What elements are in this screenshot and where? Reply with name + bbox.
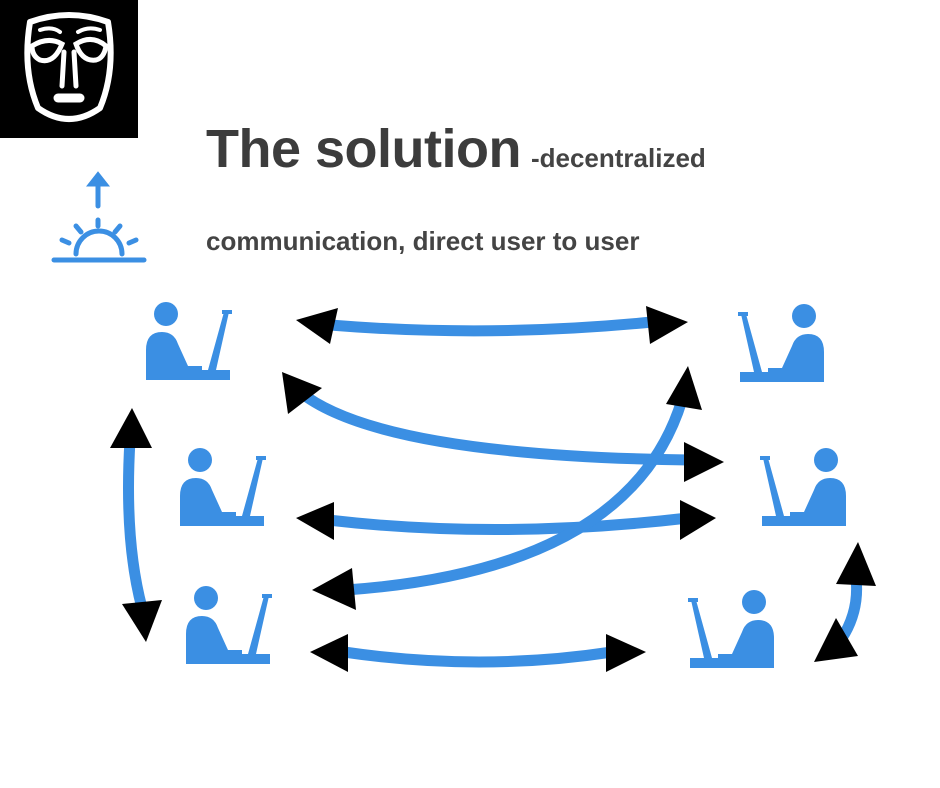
link-left-middle-right-middle — [322, 512, 694, 535]
arrowhead — [836, 542, 876, 586]
arrowhead — [296, 308, 338, 344]
user-at-computer-icon — [758, 446, 848, 528]
page-title: The solution — [206, 119, 521, 179]
user-left-top — [144, 300, 234, 382]
arrowhead — [110, 408, 152, 448]
arrowhead — [646, 306, 688, 344]
arrowhead — [814, 618, 858, 662]
user-right-middle — [758, 446, 848, 528]
user-right-top — [736, 302, 826, 384]
subtitle-part1: -decentralized — [530, 143, 706, 173]
link-left-bottom-right-bottom — [338, 646, 618, 668]
arrowhead — [310, 634, 348, 672]
user-at-computer-icon — [178, 446, 268, 528]
arrowhead — [122, 600, 162, 642]
user-left-middle — [178, 446, 268, 528]
arrowhead — [296, 502, 334, 540]
subtitle-part2: communication, direct user to user — [206, 226, 640, 256]
user-at-computer-icon — [736, 302, 826, 384]
arrowhead — [312, 568, 356, 610]
user-left-bottom — [184, 584, 274, 666]
link-left-top-right-top — [324, 316, 658, 337]
arrowhead — [684, 442, 724, 482]
logo — [0, 0, 138, 138]
link-left-top-right-middle — [294, 386, 696, 466]
link-left-bottom-right-top — [340, 394, 688, 596]
user-right-bottom — [686, 588, 776, 670]
sunrise-icon — [48, 166, 150, 271]
arrowhead — [282, 372, 322, 414]
user-at-computer-icon — [686, 588, 776, 670]
arrowhead — [680, 500, 716, 540]
user-at-computer-icon — [184, 584, 274, 666]
link-left-middle-left-bottom — [123, 434, 148, 614]
arrowhead — [666, 366, 702, 410]
mask-face-icon — [24, 12, 114, 122]
user-at-computer-icon — [144, 300, 234, 382]
title-line: The solution -decentralized — [206, 118, 706, 180]
arrowhead — [606, 634, 646, 672]
